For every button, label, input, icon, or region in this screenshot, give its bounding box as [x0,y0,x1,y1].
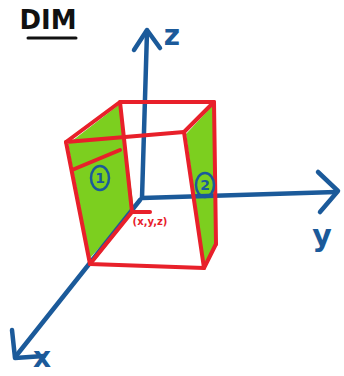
callout-circle [196,173,214,197]
cube-edges [66,102,216,268]
axes [12,30,338,358]
diagram-title: DIM [19,7,76,33]
axis-label: x [33,344,51,372]
coordinate-label: (x,y,z) [133,217,168,227]
title-underline [28,37,76,40]
callout-number: 1 [95,171,105,185]
callout-circle [91,166,109,190]
axis-label: y [312,221,332,251]
axis-label: z [164,22,180,50]
callout-number: 2 [200,178,210,192]
